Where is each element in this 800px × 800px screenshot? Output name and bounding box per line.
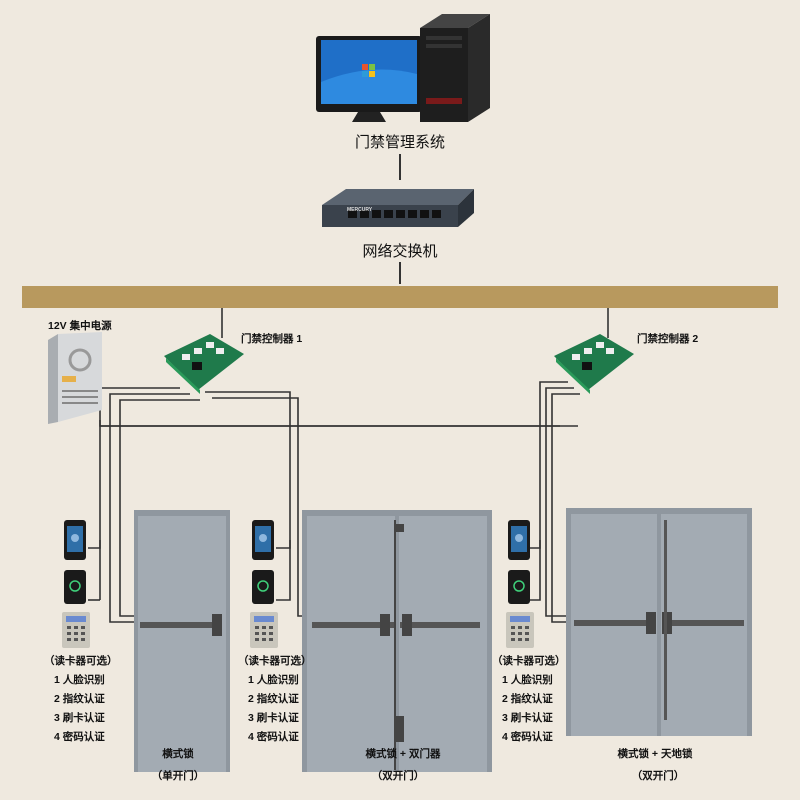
single-door-icon (134, 510, 230, 772)
network-switch (318, 183, 478, 235)
face-reader-icon (508, 520, 530, 560)
reader-options-1: （读卡器可选） 1 人脸识别 2 指纹认证 3 刷卡认证 4 密码认证 (44, 652, 118, 747)
reader-stack-3 (506, 518, 546, 648)
reader-options-title: （读卡器可选） (44, 655, 118, 667)
reader-option: 2 指纹认证 (248, 693, 299, 705)
keypad-reader-icon (506, 612, 534, 648)
double-door-top-bottom-lock-icon (566, 508, 752, 736)
reader-option: 3 刷卡认证 (248, 712, 299, 724)
reader-stack-1 (62, 518, 102, 648)
network-bus (22, 286, 778, 308)
door-3 (566, 508, 752, 736)
fingerprint-reader-icon (508, 570, 530, 604)
keypad-reader-icon (250, 612, 278, 648)
reader-options-title: （读卡器可选） (492, 655, 566, 667)
c1-wire-d (205, 391, 291, 549)
fingerprint-reader-icon (252, 570, 274, 604)
switch-icon (322, 189, 474, 227)
fingerprint-reader-icon (64, 570, 86, 604)
face-reader-icon (252, 520, 274, 560)
controller-1 (162, 332, 246, 394)
door-3-lock-label: 横式锁 + 天地锁 (617, 748, 693, 760)
switch-label: 网络交换机 (362, 243, 438, 260)
reader-options-3: （读卡器可选） 1 人脸识别 2 指纹认证 3 刷卡认证 4 密码认证 (492, 652, 566, 747)
controller-2-label: 门禁控制器 2 (637, 333, 699, 345)
door-2-type-label: （双开门） (371, 770, 425, 782)
double-door-closer-icon (302, 510, 492, 772)
reader-options-title: （读卡器可选） (238, 655, 312, 667)
reader-option: 1 人脸识别 (502, 674, 553, 686)
door-3-type-label: （双开门） (631, 770, 685, 782)
power-supply-icon (48, 332, 102, 424)
reader-option: 3 刷卡认证 (502, 712, 553, 724)
keypad-reader-icon (62, 612, 90, 648)
door-1-lock-label: 横式锁 (162, 748, 194, 760)
controller-1-label: 门禁控制器 1 (241, 333, 303, 345)
reader-option: 1 人脸识别 (54, 674, 105, 686)
reader-option: 4 密码认证 (54, 731, 105, 743)
c1-wire-c (119, 399, 200, 617)
c1-wire-a (88, 387, 180, 549)
reader-option: 4 密码认证 (248, 731, 299, 743)
reader-option: 3 刷卡认证 (54, 712, 105, 724)
reader-option: 1 人脸识别 (248, 674, 299, 686)
reader-option: 4 密码认证 (502, 731, 553, 743)
door-1-type-label: （单开门） (151, 770, 205, 782)
power-supply (44, 330, 106, 426)
switch-brand: MERCURY (347, 207, 373, 213)
c2-wire-b (545, 387, 574, 617)
computer-icon (316, 14, 490, 122)
controller-2 (552, 332, 636, 394)
controller-board-icon (164, 334, 244, 394)
door-1 (134, 510, 230, 772)
reader-option: 2 指纹认证 (54, 693, 105, 705)
controller-board-icon (554, 334, 634, 394)
pc-label: 门禁管理系统 (354, 134, 446, 151)
power-label: 12V 集中电源 (48, 320, 112, 332)
face-reader-icon (64, 520, 86, 560)
c2-wire-c (551, 393, 580, 623)
c2-wire-a (528, 381, 568, 549)
reader-option: 2 指纹认证 (502, 693, 553, 705)
reader-options-2: （读卡器可选） 1 人脸识别 2 指纹认证 3 刷卡认证 4 密码认证 (238, 652, 312, 747)
power-line (99, 420, 578, 427)
reader-stack-2 (250, 518, 290, 648)
door-2-lock-label: 横式锁 + 双门器 (365, 748, 441, 760)
computer (310, 12, 500, 124)
door-2 (302, 510, 492, 772)
